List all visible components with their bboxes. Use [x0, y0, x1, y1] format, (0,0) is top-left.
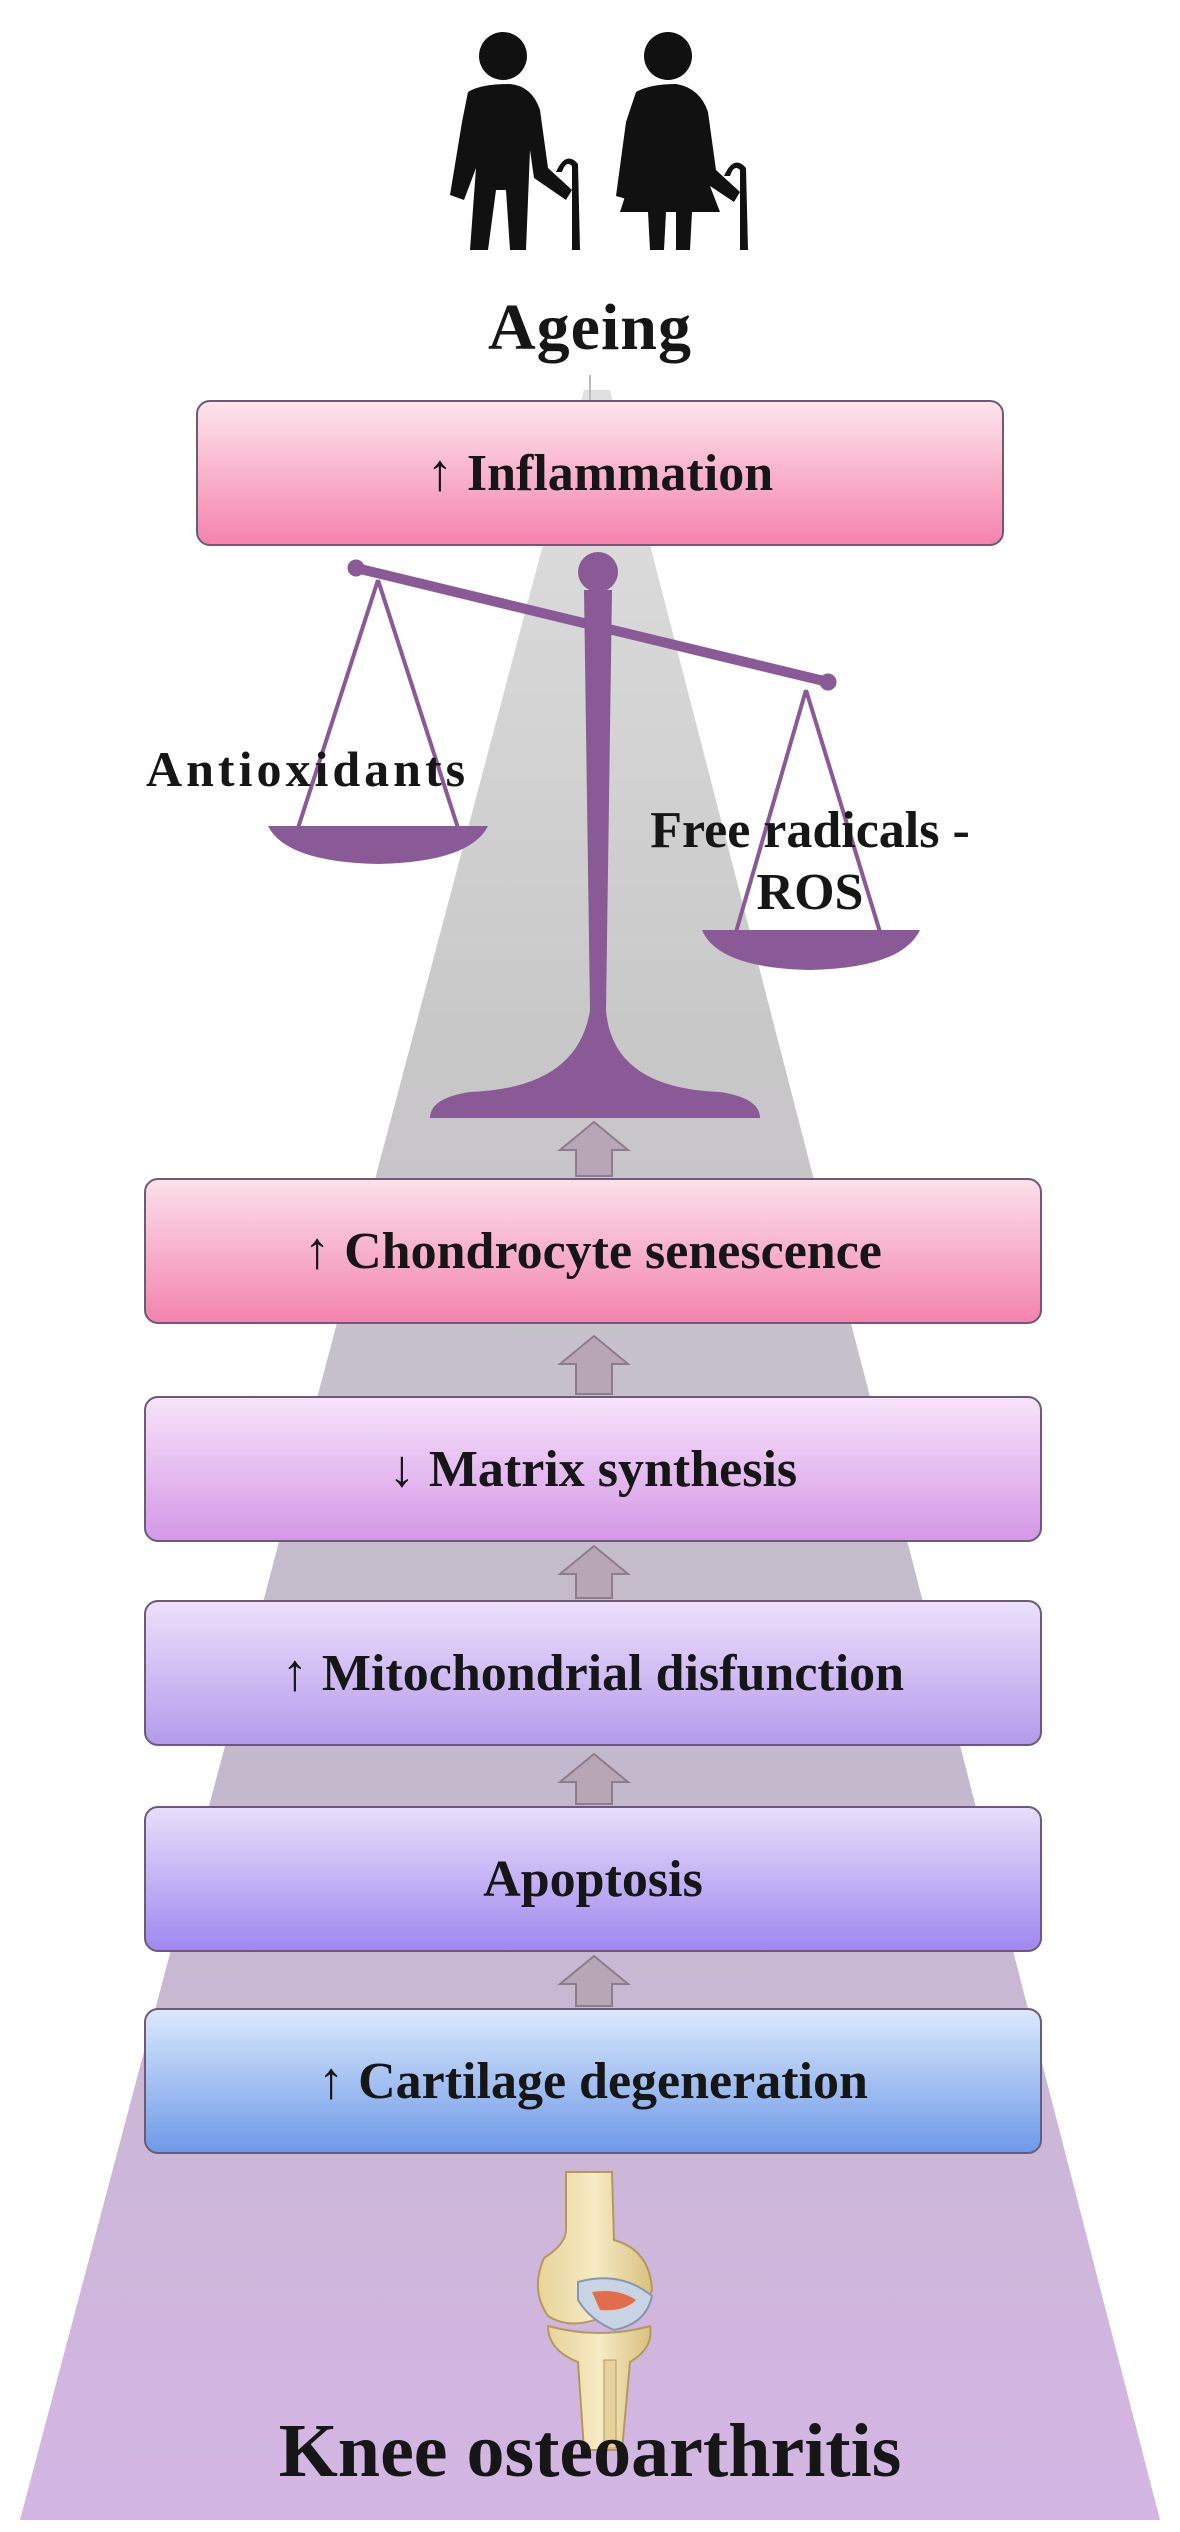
inflammation-label: Inflammation	[466, 444, 774, 502]
apoptosis-box: Apoptosis	[144, 1806, 1042, 1952]
apoptosis-label: Apoptosis	[483, 1850, 703, 1908]
antioxidants-label: Antioxidants	[146, 741, 470, 797]
decrease-arrow-icon: ↓	[388, 1440, 415, 1498]
chondrocyte-senescence-box: ↑ Chondrocyte senescence	[144, 1178, 1042, 1324]
increase-arrow-icon: ↑	[281, 1644, 308, 1702]
ageing-label: Ageing	[488, 291, 692, 364]
increase-arrow-icon: ↑	[318, 2052, 345, 2110]
inflammation-box: ↑ Inflammation	[196, 400, 1004, 546]
mitochondrial-disfunction-label: Mitochondrial disfunction	[321, 1644, 905, 1702]
matrix-synthesis-label: Matrix synthesis	[428, 1440, 798, 1498]
mitochondrial-disfunction-box: ↑ Mitochondrial disfunction	[144, 1600, 1042, 1746]
free-radicals-line2: ROS	[756, 864, 864, 921]
increase-arrow-icon: ↑	[426, 444, 453, 502]
up-arrow-icon	[557, 1954, 631, 2007]
increase-arrow-icon: ↑	[304, 1222, 331, 1280]
cartilage-degeneration-box: ↑ Cartilage degeneration	[144, 2008, 1042, 2154]
free-radicals-line1: Free radicals -	[650, 802, 970, 859]
balance-scale-icon	[268, 552, 920, 1118]
elderly-woman-icon	[616, 32, 748, 250]
knee-osteoarthritis-label: Knee osteoarthritis	[278, 2409, 902, 2493]
knee-joint-icon	[537, 2171, 654, 2451]
up-arrow-icon	[557, 1752, 631, 1805]
matrix-synthesis-box: ↓ Matrix synthesis	[144, 1396, 1042, 1542]
free-radicals-label: Free radicals - ROS	[620, 800, 1000, 924]
up-arrow-icon	[557, 1120, 631, 1177]
up-arrow-icon	[557, 1334, 631, 1395]
flow-arrows	[557, 1120, 631, 2007]
up-arrow-icon	[557, 1544, 631, 1599]
elderly-man-icon	[450, 32, 580, 250]
chondrocyte-senescence-label: Chondrocyte senescence	[344, 1222, 882, 1280]
cartilage-degeneration-label: Cartilage degeneration	[358, 2052, 868, 2110]
